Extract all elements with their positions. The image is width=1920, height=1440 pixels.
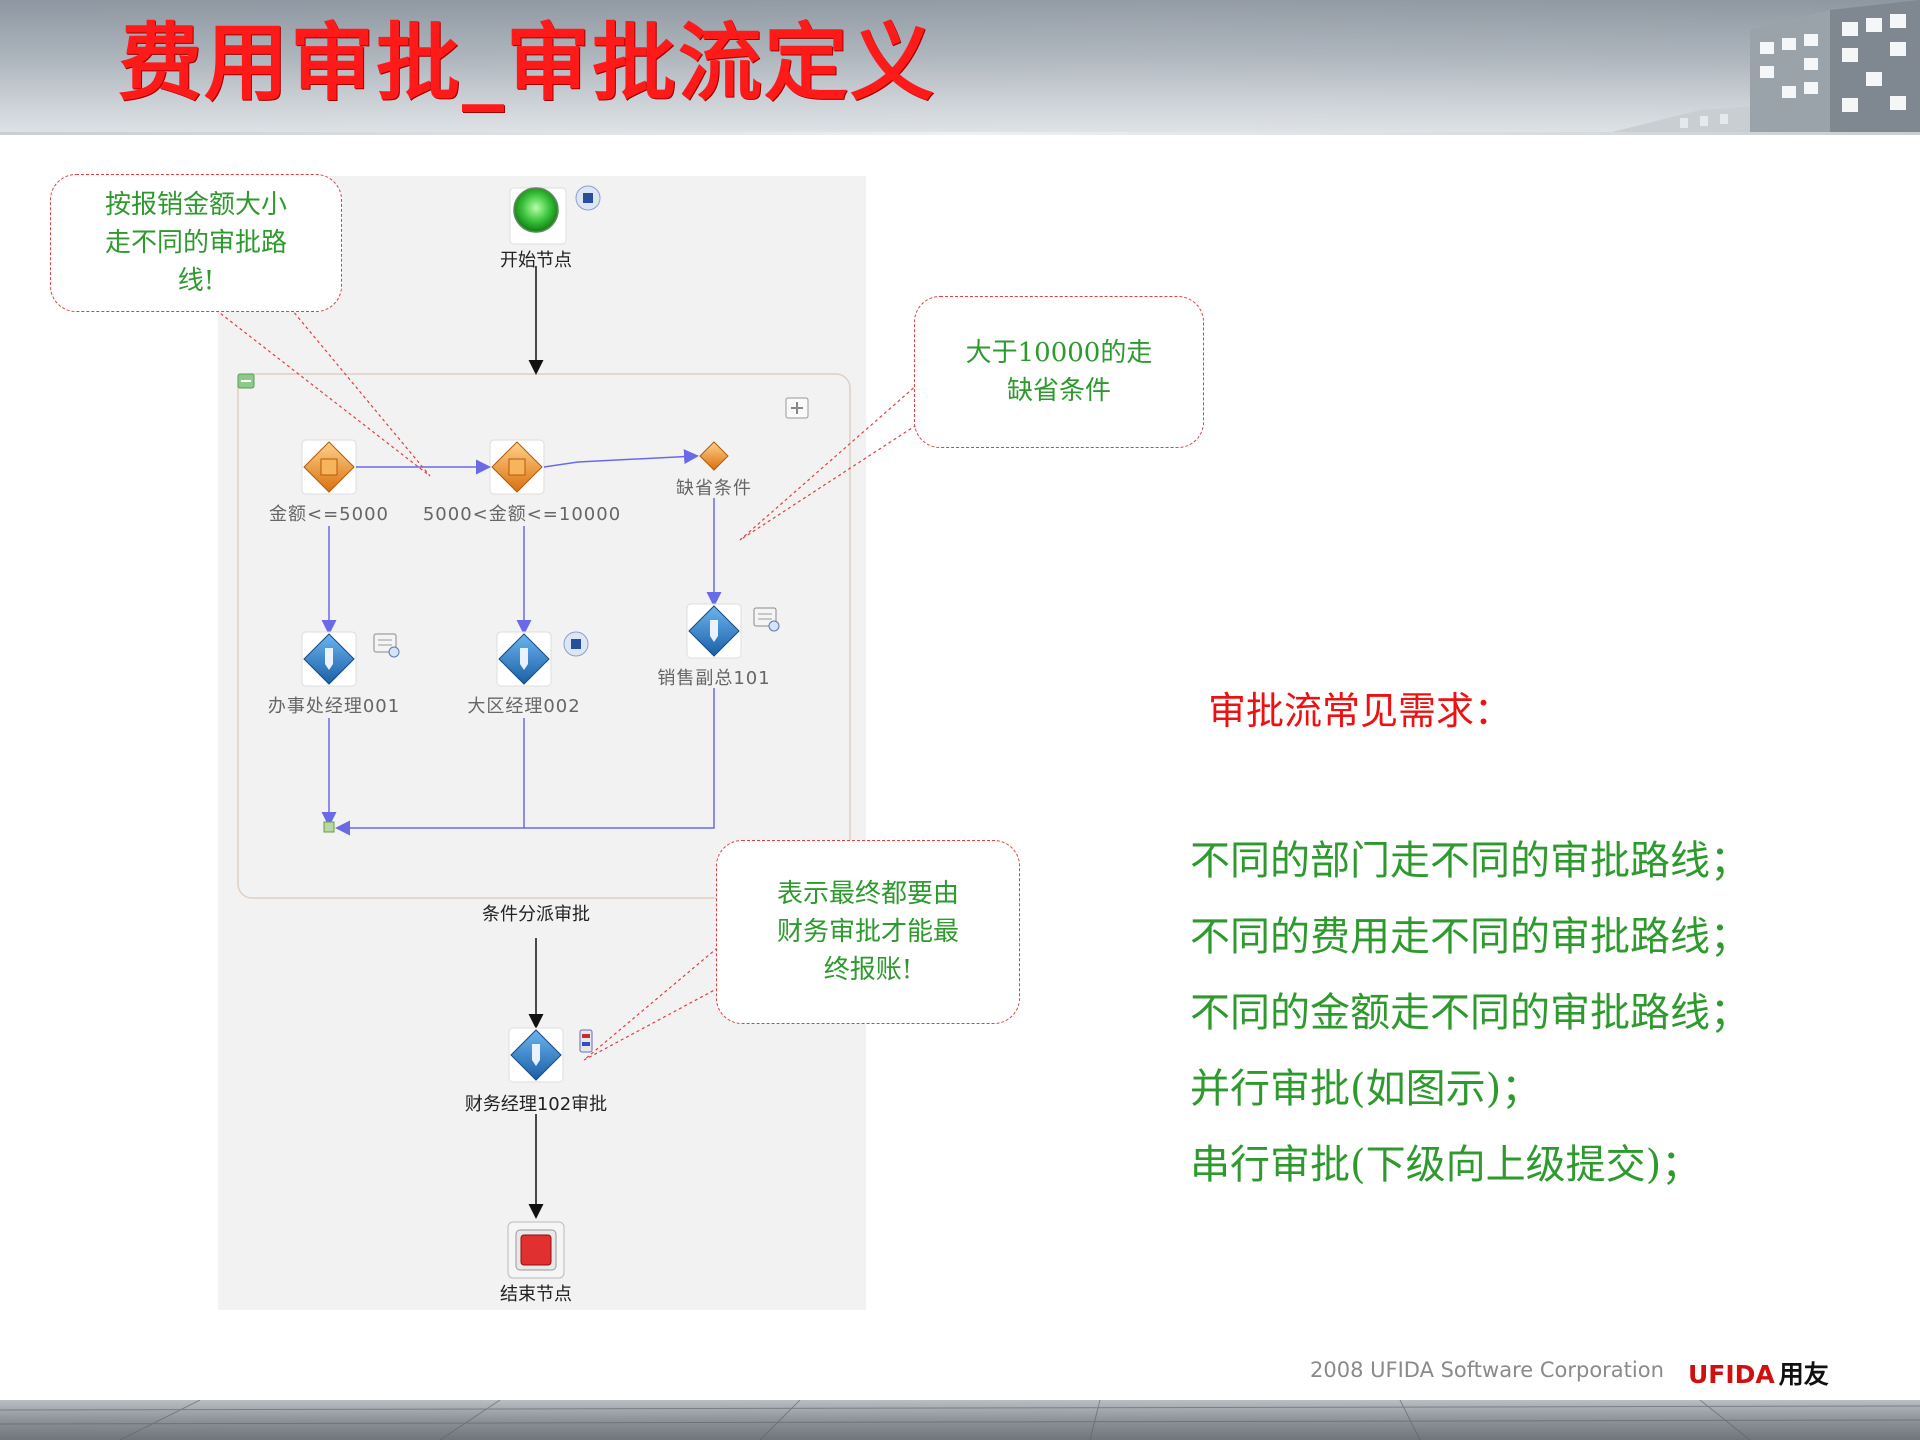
requirement-item: 并行审批(如图示)； bbox=[1190, 1066, 1542, 1112]
approver-node-2 bbox=[496, 631, 589, 687]
approver-node-3 bbox=[686, 603, 780, 659]
condition-node-2 bbox=[489, 439, 545, 495]
requirement-item: 不同的金额走不同的审批路线； bbox=[1190, 990, 1750, 1036]
group-label: 条件分派审批 bbox=[482, 904, 590, 925]
end-node-icon bbox=[507, 1221, 565, 1279]
page-title: 费用审批_审批流定义 bbox=[118, 14, 937, 112]
brand-name-cn: 用友 bbox=[1778, 1360, 1829, 1389]
requirement-item: 串行审批(下级向上级提交)； bbox=[1190, 1142, 1702, 1188]
callout-finance-final: 表示最终都要由 财务审批才能最 终报账! bbox=[716, 840, 1020, 1024]
condition-node-3 bbox=[699, 441, 729, 471]
end-node-label: 结束节点 bbox=[500, 1284, 572, 1305]
start-node-label: 开始节点 bbox=[500, 250, 572, 271]
approver-2-label: 大区经理002 bbox=[467, 696, 581, 717]
callout-amount-route: 按报销金额大小 走不同的审批路 线! bbox=[50, 174, 342, 312]
requirements-list: 不同的部门走不同的审批路线； 不同的费用走不同的审批路线； 不同的金额走不同的审… bbox=[1190, 830, 1750, 1210]
group-container bbox=[237, 373, 851, 899]
footer-band bbox=[0, 1400, 1920, 1440]
condition-2-label: 5000<金额<=10000 bbox=[422, 504, 622, 525]
requirement-item: 不同的部门走不同的审批路线； bbox=[1190, 838, 1750, 884]
condition-3-label: 缺省条件 bbox=[676, 478, 752, 499]
workflow-diagram: 开始节点 金额<=5000 5000<金额<=10000 缺省条件 办事处经理0… bbox=[218, 176, 866, 1310]
requirements-title: 审批流常见需求： bbox=[1208, 689, 1513, 733]
start-node-icon bbox=[513, 187, 559, 233]
brand-name: UFIDA bbox=[1688, 1360, 1775, 1389]
requirement-item: 不同的费用走不同的审批路线； bbox=[1190, 914, 1750, 960]
approver-1-label: 办事处经理001 bbox=[267, 696, 401, 717]
header-banner: 费用审批_审批流定义 bbox=[0, 0, 1920, 135]
approver-3-label: 销售副总101 bbox=[657, 668, 771, 689]
approver-node-1 bbox=[301, 631, 400, 687]
callout-default-condition: 大于10000的走 缺省条件 bbox=[914, 296, 1204, 448]
finance-node bbox=[508, 1027, 593, 1083]
copyright-text: 2008 UFIDA Software Corporation bbox=[1310, 1358, 1664, 1382]
condition-node-1 bbox=[301, 439, 357, 495]
condition-1-label: 金额<=5000 bbox=[269, 504, 389, 525]
building-graphic bbox=[1600, 0, 1920, 135]
finance-node-label: 财务经理102审批 bbox=[464, 1094, 608, 1115]
